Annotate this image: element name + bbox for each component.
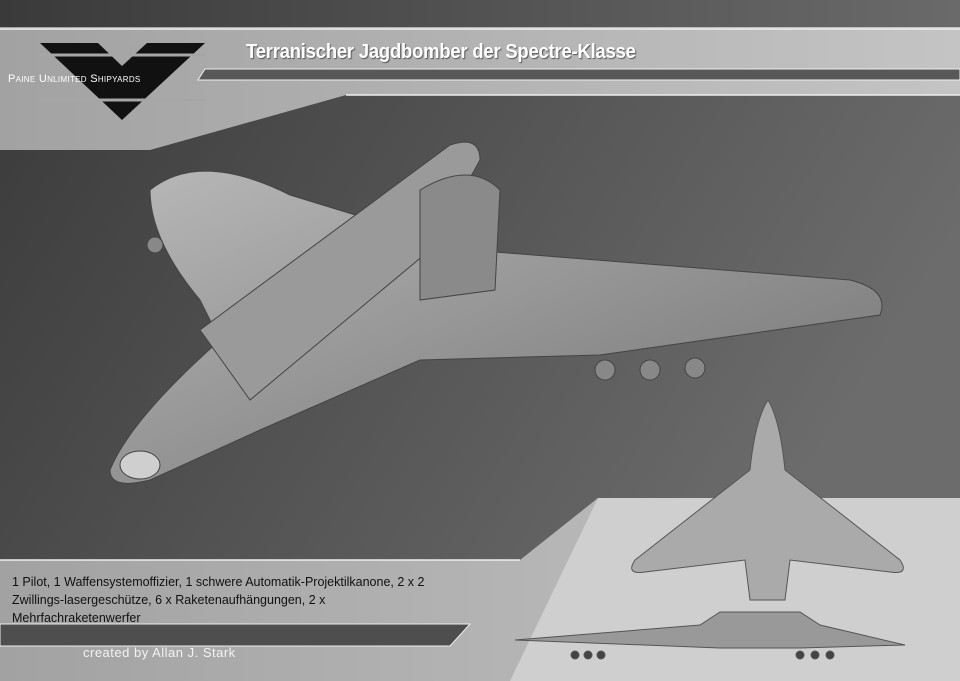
header-stripe <box>197 68 960 81</box>
front-view-ship-render <box>514 611 906 660</box>
main-ship-render <box>109 141 883 484</box>
page-title: Terranischer Jagdbomber der Spectre-Klas… <box>246 41 636 63</box>
brand-name: Paine Unlimited Shipyards <box>8 73 141 85</box>
footer-stripe <box>0 623 472 647</box>
shipyard-logo <box>40 43 205 120</box>
top-view-ship-render <box>631 399 904 601</box>
ship-specs: 1 Pilot, 1 Waffensystemoffizier, 1 schwe… <box>12 575 425 625</box>
author-credit: created by Allan J. Stark <box>83 645 236 660</box>
top-band <box>0 0 960 27</box>
